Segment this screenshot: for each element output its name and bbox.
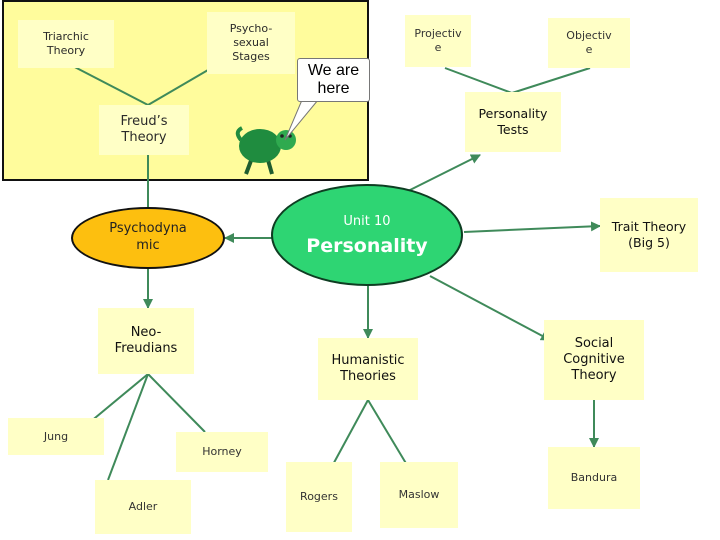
- turtle-icon: [235, 126, 296, 175]
- line-projective-tests: [444, 67, 513, 94]
- line-neo-horney: [147, 373, 206, 433]
- node-humanistic-theories: Humanistic Theories: [318, 338, 418, 400]
- node-triarchic-theory: Triarchic Theory: [18, 20, 114, 68]
- line-center-social: [429, 275, 551, 341]
- line-humanistic-maslow: [367, 399, 411, 471]
- line-neo-adler: [107, 373, 149, 481]
- unit-label: Unit 10: [343, 213, 391, 229]
- node-psychosexual-stages: Psycho- sexual Stages: [207, 12, 295, 74]
- node-rogers: Rogers: [286, 462, 352, 532]
- node-social-cognitive-theory: Social Cognitive Theory: [544, 320, 644, 400]
- node-projective: Projectiv e: [405, 15, 471, 67]
- node-trait-theory: Trait Theory (Big 5): [600, 198, 698, 272]
- node-personality-tests: Personality Tests: [465, 92, 561, 152]
- we-are-here-callout: We are here: [297, 58, 370, 102]
- node-maslow: Maslow: [380, 462, 458, 528]
- line-humanistic-rogers: [329, 399, 369, 471]
- node-neo-freudians: Neo- Freudians: [98, 308, 194, 374]
- node-psychodynamic: Psychodyna mic: [71, 207, 225, 269]
- node-adler: Adler: [95, 480, 191, 534]
- node-bandura: Bandura: [548, 447, 640, 509]
- line-center-trait: [463, 221, 601, 233]
- node-horney: Horney: [176, 432, 268, 472]
- node-objective: Objectiv e: [548, 18, 630, 68]
- line-objective-tests: [511, 67, 591, 94]
- center-title: Personality: [306, 234, 428, 257]
- line-triarchic-freud: [64, 61, 149, 106]
- node-freuds-theory: Freud’s Theory: [99, 105, 189, 155]
- central-topic: Unit 10 Personality: [271, 184, 463, 286]
- node-jung: Jung: [8, 418, 104, 455]
